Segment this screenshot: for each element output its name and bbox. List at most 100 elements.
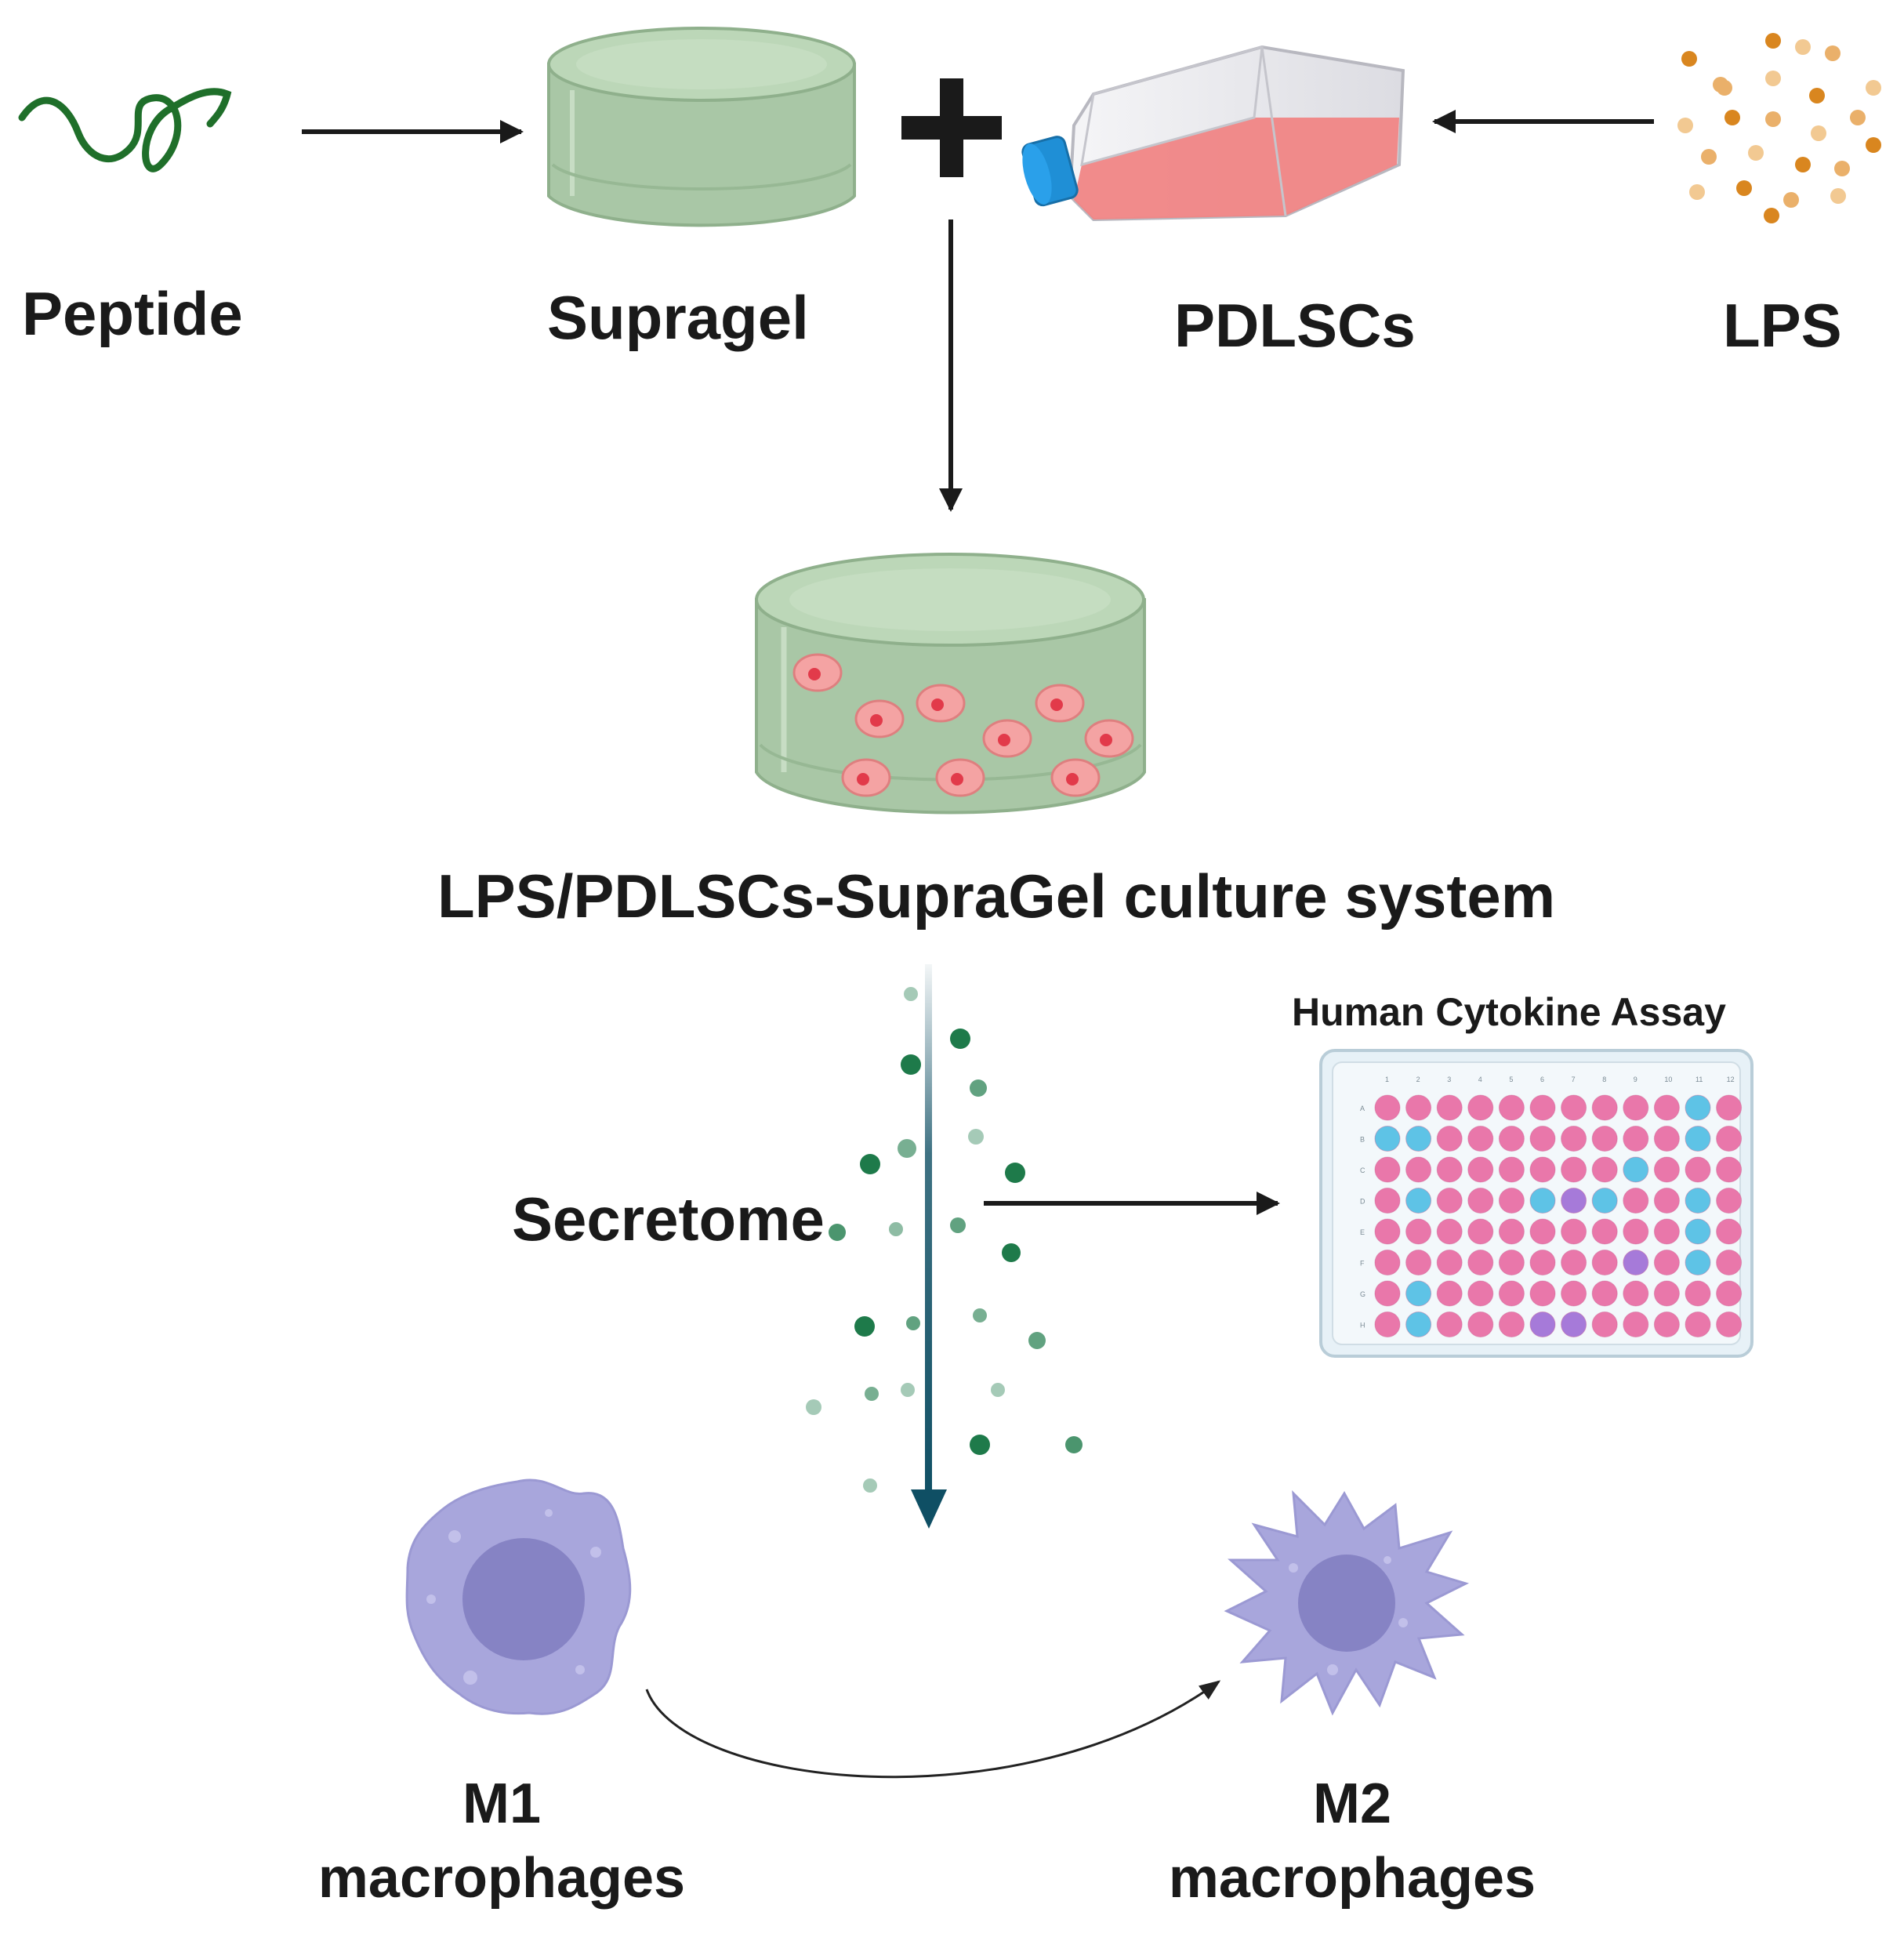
- lps-dot: [1811, 125, 1826, 141]
- plate-well: [1716, 1250, 1743, 1275]
- plate-column-number: 12: [1727, 1076, 1735, 1083]
- m1-macrophage-icon: [405, 1478, 632, 1715]
- plate-well: [1529, 1126, 1556, 1152]
- plate-row-letter: B: [1360, 1136, 1365, 1144]
- lps-dot: [1825, 45, 1841, 61]
- plate-well: [1467, 1126, 1494, 1152]
- plate-row-letter: D: [1360, 1198, 1365, 1206]
- plate-well: [1653, 1250, 1680, 1275]
- cell-nucleus: [951, 773, 963, 785]
- plate-well: [1436, 1094, 1463, 1121]
- plate-row-letter: F: [1360, 1260, 1365, 1268]
- plate-well: [1467, 1156, 1494, 1183]
- secretome-dot: [904, 987, 918, 1001]
- lps-dot: [1748, 145, 1764, 161]
- plate-well: [1529, 1156, 1556, 1183]
- plate-well: [1653, 1126, 1680, 1152]
- plate-well: [1591, 1126, 1618, 1152]
- plate-well: [1498, 1188, 1525, 1214]
- plate-well: [1529, 1250, 1556, 1275]
- plate-row-letter: G: [1360, 1290, 1365, 1298]
- plate-well: [1623, 1188, 1649, 1214]
- plate-well: [1685, 1188, 1711, 1214]
- label-m1-subtitle: macrophages: [317, 1847, 686, 1910]
- secretome-arrow-head: [911, 1489, 947, 1529]
- cell-nucleus: [870, 714, 883, 727]
- plate-well: [1374, 1218, 1401, 1245]
- secretome-dot: [829, 1224, 846, 1241]
- label-pdlscs: PDLSCs: [1174, 291, 1416, 360]
- label-m2-subtitle: macrophages: [1168, 1847, 1536, 1910]
- plate-well: [1405, 1188, 1432, 1214]
- plate-well: [1467, 1280, 1494, 1307]
- lps-dot: [1866, 137, 1881, 153]
- plate-well: [1653, 1188, 1680, 1214]
- secretome-dot: [968, 1129, 984, 1145]
- lps-dot: [1809, 88, 1825, 103]
- plate-well: [1623, 1280, 1649, 1307]
- plate-well: [1405, 1280, 1432, 1307]
- secretome-dot: [901, 1054, 921, 1075]
- label-cytokine-assay: Human Cytokine Assay: [1292, 990, 1726, 1034]
- plate-well: [1561, 1312, 1587, 1337]
- secretome-dot: [970, 1079, 987, 1097]
- plate-well: [1591, 1250, 1618, 1275]
- plate-well: [1716, 1156, 1743, 1183]
- secretome-dot: [865, 1387, 879, 1401]
- plate-well: [1685, 1250, 1711, 1275]
- plate-well: [1405, 1250, 1432, 1275]
- plate-well: [1374, 1188, 1401, 1214]
- cell-nucleus: [1050, 698, 1063, 711]
- plate-well: [1405, 1312, 1432, 1337]
- plate-well: [1591, 1218, 1618, 1245]
- plate-well: [1561, 1218, 1587, 1245]
- plate-well: [1405, 1094, 1432, 1121]
- secretome-dot: [906, 1316, 920, 1330]
- plate-column-number: 1: [1385, 1076, 1389, 1083]
- plate-row-letter: A: [1360, 1105, 1365, 1112]
- plate-well: [1623, 1218, 1649, 1245]
- cell-nucleus: [998, 734, 1010, 746]
- secretome-dot: [854, 1316, 875, 1337]
- plate-well: [1561, 1188, 1587, 1214]
- plate-well: [1467, 1312, 1494, 1337]
- secretome-dot: [973, 1308, 987, 1322]
- secretome-dot: [898, 1139, 916, 1158]
- plate-well: [1498, 1218, 1525, 1245]
- secretome-dot: [863, 1478, 877, 1493]
- cell-nucleus: [1066, 773, 1079, 785]
- plate-column-number: 7: [1572, 1076, 1576, 1083]
- plate-well: [1716, 1126, 1743, 1152]
- plate-well: [1405, 1156, 1432, 1183]
- arrow-m1-to-m2: [645, 1680, 1221, 1779]
- plate-well: [1405, 1218, 1432, 1245]
- plate-well: [1374, 1312, 1401, 1337]
- label-secretome: Secretome: [512, 1185, 825, 1253]
- plate-row-letter: E: [1360, 1228, 1365, 1236]
- label-culture-system: LPS/PDLSCs-SupraGel culture system: [437, 862, 1556, 931]
- plate-well: [1685, 1126, 1711, 1152]
- plate-well: [1591, 1156, 1618, 1183]
- plate-column-number: 8: [1602, 1076, 1606, 1083]
- secretome-dot: [1005, 1163, 1025, 1183]
- plate-well: [1685, 1094, 1711, 1121]
- secretome-dot: [901, 1383, 915, 1397]
- plate-well: [1623, 1250, 1649, 1275]
- encapsulated-cells: [792, 653, 1134, 797]
- plate-well: [1561, 1094, 1587, 1121]
- lps-dot: [1830, 188, 1846, 204]
- plate-well: [1498, 1156, 1525, 1183]
- plate-well: [1716, 1188, 1743, 1214]
- lps-dot: [1681, 51, 1697, 67]
- plate-well: [1374, 1094, 1401, 1121]
- plate-well: [1436, 1156, 1463, 1183]
- plate-well: [1405, 1126, 1432, 1152]
- secretome-arrow-shaft: [925, 964, 932, 1505]
- plate-row-letter: H: [1360, 1322, 1365, 1330]
- lps-dot: [1850, 110, 1866, 125]
- lps-dot: [1795, 157, 1811, 172]
- cell-nucleus: [1100, 734, 1112, 746]
